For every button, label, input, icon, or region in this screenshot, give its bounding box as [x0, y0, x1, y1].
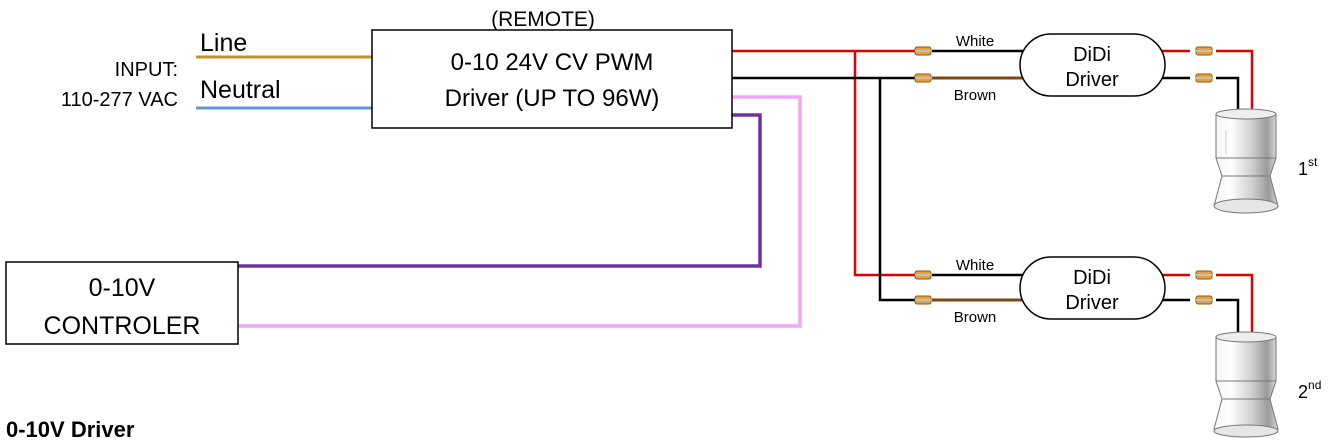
- controller-title: 0-10V: [89, 274, 156, 302]
- wire-connector: [914, 270, 932, 280]
- fixture-1-black-lead: [1216, 76, 1240, 115]
- white-label-1: White: [956, 33, 994, 50]
- didi-driver-2-line1: DiDi: [1073, 267, 1111, 289]
- didi-driver-1-line2: Driver: [1065, 69, 1119, 91]
- diagram-title: 0-10V Driver: [6, 417, 135, 442]
- wire-connector: [914, 295, 932, 305]
- input-voltage-label: 110-277 VAC: [61, 89, 178, 111]
- downlight-fixture-1: [1213, 108, 1279, 214]
- brown-label-2: Brown: [954, 309, 997, 326]
- wire-connector: [1195, 46, 1213, 56]
- wire-connector: [914, 46, 932, 56]
- didi-driver-2-line2: Driver: [1065, 292, 1119, 314]
- line-label: Line: [200, 29, 247, 57]
- pwm-driver-title: 0-10 24V CV PWM: [451, 49, 654, 76]
- remote-label: (REMOTE): [491, 8, 595, 31]
- input-label: INPUT:: [115, 59, 178, 81]
- purple-dim-wire: [238, 113, 762, 268]
- fixture-1-label: 1st: [1298, 155, 1318, 179]
- brown-label-1: Brown: [954, 87, 997, 104]
- red-output-wires: [732, 49, 915, 277]
- pwm-driver-rating: Driver (UP TO 96W): [445, 85, 660, 112]
- didi-driver-1: [1019, 33, 1166, 97]
- fixture-1-red-lead: [1216, 49, 1254, 115]
- black-output-wires: [732, 76, 915, 302]
- wire-connector: [1195, 270, 1213, 280]
- white-label-2: White: [956, 257, 994, 274]
- downlight-fixture-2: [1213, 331, 1279, 438]
- neutral-label: Neutral: [200, 76, 281, 104]
- wire-connector: [1195, 73, 1213, 83]
- wire-connector: [914, 73, 932, 83]
- controller-box: [5, 261, 239, 345]
- didi-driver-2: [1019, 256, 1166, 320]
- pink-dim-wire: [238, 95, 802, 328]
- controller-subtitle: CONTROLER: [44, 312, 201, 340]
- fixture-2-red-lead: [1216, 273, 1254, 338]
- wire-connector: [1195, 295, 1213, 305]
- fixture-2-black-lead: [1216, 298, 1240, 338]
- didi-driver-1-line1: DiDi: [1073, 44, 1111, 66]
- fixture-2-label: 2nd: [1298, 378, 1321, 402]
- pwm-driver-box: [371, 29, 733, 129]
